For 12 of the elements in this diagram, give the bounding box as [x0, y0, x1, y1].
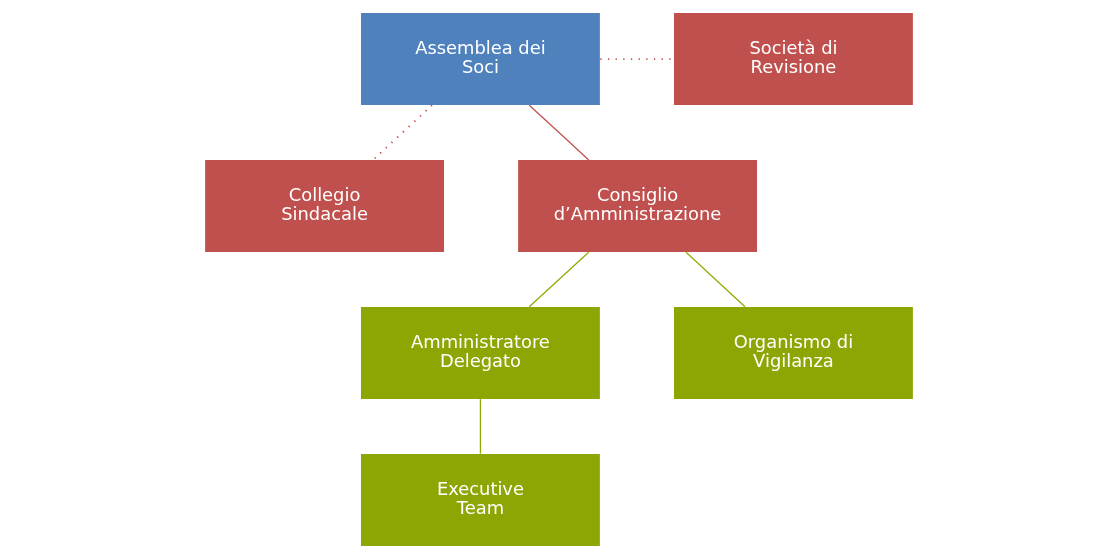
node-box: Collegio Sindacale — [205, 160, 444, 253]
node-box: Amministratore Delegato — [361, 306, 600, 399]
connector — [528, 251, 590, 308]
node-box: Assemblea dei Soci — [361, 13, 600, 106]
node-box: Società di Revisione — [674, 13, 913, 106]
node-box: Consiglio d’Amministrazione — [518, 160, 757, 253]
node-box: Executive Team — [361, 453, 600, 546]
connector — [479, 398, 482, 455]
connector — [528, 104, 590, 161]
connector — [372, 104, 433, 161]
connector — [685, 251, 746, 308]
node-box: Organismo di Vigilanza — [674, 306, 913, 399]
